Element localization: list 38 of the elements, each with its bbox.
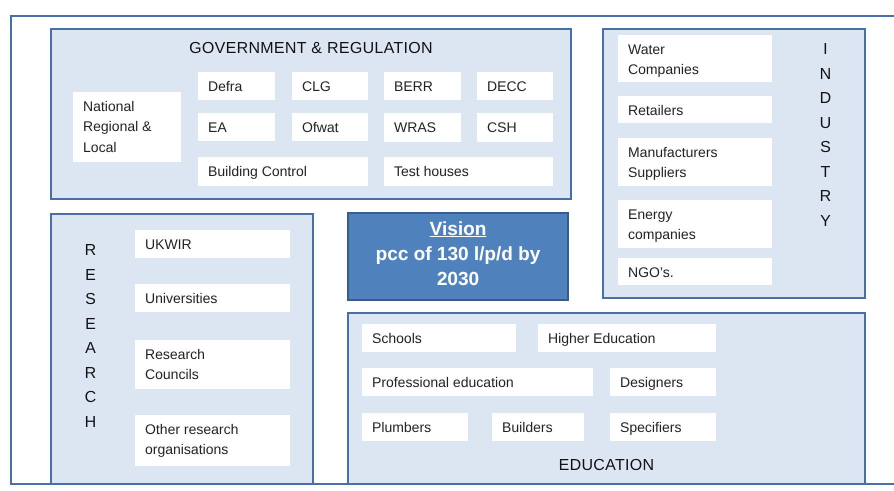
entity-box: CSH — [477, 113, 553, 142]
entity-box: National Regional & Local — [73, 92, 181, 162]
entity-box: Builders — [492, 413, 584, 441]
entity-box: BERR — [384, 72, 461, 100]
entity-box: Universities — [135, 284, 290, 312]
entity-box: Water Companies — [618, 35, 772, 82]
sector-panel — [347, 312, 866, 485]
sector-panel — [50, 28, 572, 200]
entity-box: Other research organisations — [135, 415, 290, 466]
entity-box: DECC — [477, 72, 553, 100]
sector-heading: EDUCATION — [558, 457, 654, 475]
entity-box: WRAS — [384, 113, 461, 142]
entity-box: Building Control — [198, 157, 368, 186]
vision-heading: Vision — [430, 218, 486, 242]
entity-box: Test houses — [384, 157, 553, 186]
entity-box: Ofwat — [292, 113, 368, 141]
entity-box: Research Councils — [135, 340, 290, 389]
sector-heading: GOVERNMENT & REGULATION — [189, 40, 433, 58]
entity-box: Defra — [198, 72, 275, 100]
sector-heading: RESEARCH — [84, 241, 97, 432]
entity-box: EA — [198, 113, 275, 141]
entity-box: Manufacturers Suppliers — [618, 138, 772, 186]
sector-panel — [50, 213, 314, 485]
entity-box: NGO’s. — [618, 258, 772, 285]
vision-target: pcc of 130 l/p/d by 2030 — [374, 243, 542, 292]
vision-box — [347, 212, 569, 301]
entity-box: Plumbers — [362, 413, 468, 441]
entity-box: CLG — [292, 72, 368, 100]
entity-box: Specifiers — [610, 413, 716, 441]
entity-box: UKWIR — [135, 230, 290, 258]
entity-box: Higher Education — [538, 324, 716, 352]
entity-box: Professional education — [362, 368, 593, 396]
entity-box: Retailers — [618, 96, 772, 123]
entity-box: Designers — [610, 368, 716, 396]
sector-panel — [602, 28, 866, 299]
entity-box: Schools — [362, 324, 516, 352]
sector-heading: INDUSTRY — [819, 40, 832, 232]
entity-box: Energy companies — [618, 200, 772, 248]
